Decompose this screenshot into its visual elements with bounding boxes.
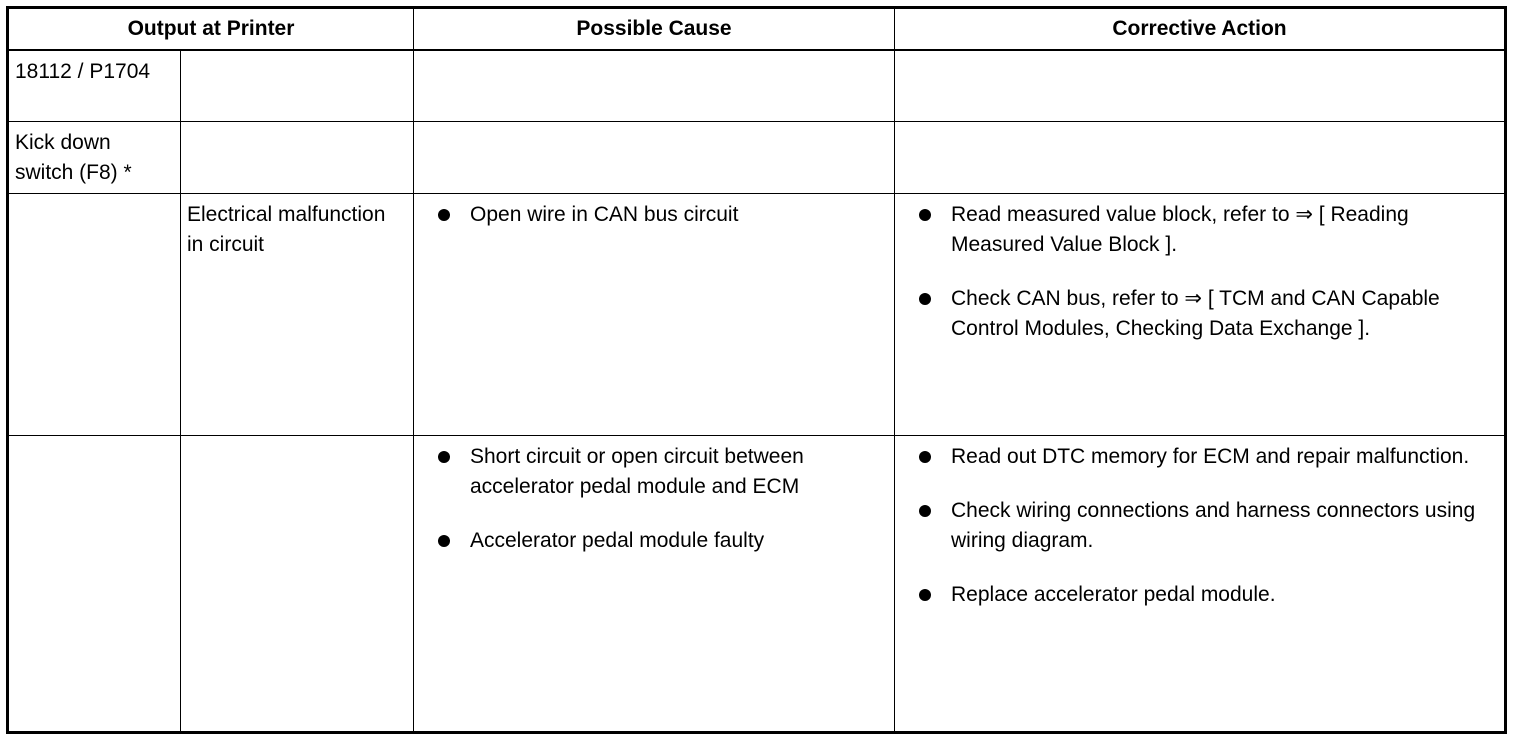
list-item: Open wire in CAN bus circuit: [436, 200, 886, 230]
component-cell: Kick down switch (F8) *: [8, 121, 181, 194]
cause-text: Accelerator pedal module faulty: [470, 529, 765, 552]
table-row-electrical-malfunction: Electrical malfunction in circuit Open w…: [8, 193, 1505, 436]
action-text: Read out DTC memory for ECM and repair m…: [951, 445, 1470, 468]
possible-cause-cell: Short circuit or open circuit between ac…: [413, 435, 895, 732]
empty-cell: [180, 49, 414, 122]
component-name: Kick down switch (F8) *: [15, 131, 132, 184]
list-item: Read measured value block, refer to ⇒ [ …: [917, 200, 1496, 260]
diagnostic-table: Output at Printer Possible Cause Correct…: [8, 8, 1505, 732]
bullet-icon: [438, 209, 450, 221]
cause-text: Open wire in CAN bus circuit: [470, 203, 739, 226]
action-list: Read measured value block, refer to ⇒ [ …: [895, 194, 1504, 344]
bullet-icon: [919, 451, 931, 463]
header-output-at-printer: Output at Printer: [8, 8, 414, 51]
table-row-short-circuit: Short circuit or open circuit between ac…: [8, 435, 1505, 732]
list-item: Check wiring connections and harness con…: [917, 496, 1496, 556]
corrective-action-cell: Read measured value block, refer to ⇒ [ …: [894, 193, 1505, 436]
bullet-icon: [438, 535, 450, 547]
action-text: Check CAN bus, refer to ⇒ [ TCM and CAN …: [951, 287, 1440, 340]
action-list: Read out DTC memory for ECM and repair m…: [895, 436, 1504, 610]
bullet-icon: [438, 451, 450, 463]
cause-text: Short circuit or open circuit between ac…: [470, 445, 804, 498]
cause-list: Short circuit or open circuit between ac…: [414, 436, 894, 556]
possible-cause-cell: Open wire in CAN bus circuit: [413, 193, 895, 436]
table-row-component: Kick down switch (F8) *: [8, 121, 1505, 194]
action-text: Replace accelerator pedal module.: [951, 583, 1276, 606]
bullet-icon: [919, 293, 931, 305]
bullet-icon: [919, 209, 931, 221]
action-text: Check wiring connections and harness con…: [951, 499, 1476, 552]
list-item: Accelerator pedal module faulty: [436, 526, 886, 556]
list-item: Replace accelerator pedal module.: [917, 580, 1496, 610]
bullet-icon: [919, 505, 931, 517]
list-item: Read out DTC memory for ECM and repair m…: [917, 442, 1496, 472]
table-row-dtc-code: 18112 / P1704: [8, 49, 1505, 122]
action-text: Read measured value block, refer to ⇒ [ …: [951, 203, 1409, 256]
dtc-code: 18112 / P1704: [15, 60, 151, 83]
list-item: Short circuit or open circuit between ac…: [436, 442, 886, 502]
fault-type-cell: Electrical malfunction in circuit: [180, 193, 414, 436]
corrective-action-cell: Read out DTC memory for ECM and repair m…: [894, 435, 1505, 732]
empty-cell: [180, 435, 414, 732]
diagnostic-table-sheet: Output at Printer Possible Cause Correct…: [6, 6, 1507, 734]
cause-list: Open wire in CAN bus circuit: [414, 194, 894, 230]
bullet-icon: [919, 589, 931, 601]
empty-cell: [8, 193, 181, 436]
empty-cell: [180, 121, 414, 194]
empty-cell: [894, 121, 1505, 194]
empty-cell: [8, 435, 181, 732]
list-item: Check CAN bus, refer to ⇒ [ TCM and CAN …: [917, 284, 1496, 344]
empty-cell: [413, 121, 895, 194]
fault-type: Electrical malfunction in circuit: [187, 203, 386, 256]
empty-cell: [894, 49, 1505, 122]
header-corrective-action: Corrective Action: [894, 8, 1505, 51]
empty-cell: [413, 49, 895, 122]
header-row: Output at Printer Possible Cause Correct…: [8, 8, 1505, 51]
dtc-code-cell: 18112 / P1704: [8, 49, 181, 122]
header-possible-cause: Possible Cause: [413, 8, 895, 51]
